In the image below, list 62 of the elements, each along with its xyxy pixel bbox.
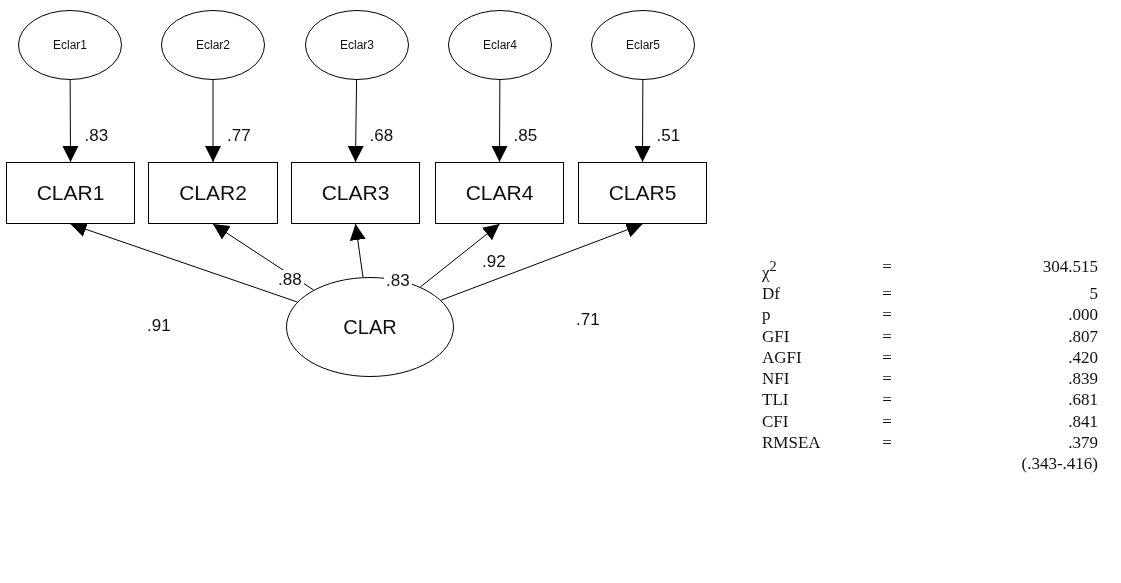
observed-variable-box [435,162,564,224]
fit-index-value: 5 [1088,282,1098,305]
arrow [347,79,364,163]
error-term-ellipse [305,10,409,80]
fit-index-name: NFI [762,368,791,390]
arrow [205,79,221,163]
error-term-ellipse [161,10,265,80]
fit-index-value: 304.515 [1041,256,1098,278]
error-term-ellipse [591,10,695,80]
arrow [491,79,508,163]
arrow [440,222,643,301]
fit-index-value: .839 [1067,368,1098,390]
variable-name: CLAR3 [321,181,390,205]
observed-variable-box [578,162,707,224]
squared-multiple-correlation: .68 [369,126,394,146]
variable-name: CLAR5 [608,181,677,205]
equals-sign: = [881,256,893,278]
variable-name: CLAR1 [36,181,105,205]
variable-name: Eclar2 [196,38,230,52]
fit-index-name: RMSEA [762,432,822,454]
observed-variable-box [291,162,420,224]
fit-index-name: Df [762,282,781,305]
fit-index-name: AGFI [762,346,803,369]
error-term-ellipse [448,10,552,80]
fit-index-value: .841 [1067,410,1098,433]
equals-sign: = [881,389,893,411]
fit-index-name: GFI [762,325,791,347]
fit-index-value: .681 [1067,389,1098,411]
equals-sign: = [881,282,893,305]
equals-sign: = [881,304,893,326]
fit-index-value: .420 [1067,346,1098,369]
fit-index-value: .807 [1067,325,1098,347]
variable-name: Eclar3 [340,38,374,52]
observed-variable-box [148,162,278,224]
arrow [349,223,366,278]
fit-index-value: .000 [1067,304,1098,326]
variable-name: CLAR2 [179,181,247,205]
fit-index-name: χ$^{2}$ [762,257,778,283]
equals-sign: = [881,410,893,433]
fit-index-name: p [762,304,772,326]
equals-sign: = [881,432,893,454]
variable-name: CLAR4 [465,181,534,205]
equals-sign: = [881,368,893,390]
arrow [634,79,651,163]
error-term-ellipse [18,10,122,80]
fit-index-value: (.343-.416) [1020,453,1098,475]
fit-index-name: TLI [762,389,790,411]
variable-name: Eclar5 [626,38,660,52]
equals-sign: = [881,325,893,347]
variable-name: CLAR [343,315,397,339]
squared-multiple-correlation: .77 [227,126,251,146]
variable-name: Eclar1 [53,38,87,52]
arrow [419,223,500,288]
variable-name: Eclar4 [483,38,517,52]
fit-index-value: .379 [1067,432,1098,454]
equals-sign: = [881,346,893,369]
squared-multiple-correlation: .85 [513,126,538,146]
arrow [62,79,79,163]
observed-variable-box [6,162,135,224]
squared-multiple-correlation: .83 [84,126,109,146]
squared-multiple-correlation: .51 [656,126,681,146]
fit-index-name: CFI [762,410,790,433]
